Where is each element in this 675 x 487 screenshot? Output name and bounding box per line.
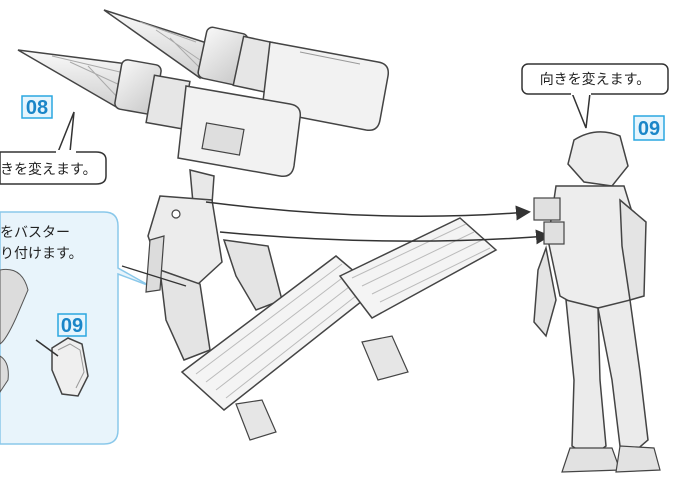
leader-line-inset-to-frame <box>121 265 187 287</box>
step-badge-09-right: 09 <box>633 115 665 141</box>
part-fragment-2 <box>0 355 9 393</box>
arrow-upper <box>205 201 531 221</box>
callout-right: 向きを変えます。 <box>521 63 669 129</box>
leader-line-inset <box>35 339 59 357</box>
part-fragment <box>0 268 29 345</box>
arrow-lower <box>219 229 551 245</box>
step-number-09-inset: 09 <box>61 315 83 337</box>
tread-right <box>338 217 498 381</box>
callout-right-text: 向きを変えます。 <box>540 71 651 88</box>
standing-robot <box>533 131 661 473</box>
drill-lower <box>17 49 302 178</box>
inset-text-line2: り付けます。 <box>0 246 83 262</box>
step-badge-08: 08 <box>21 95 53 119</box>
robot-frame <box>145 169 283 361</box>
step-number-08: 08 <box>26 97 48 119</box>
step-badge-09-inset <box>57 313 87 337</box>
callout-left-text: きを変えます。 <box>0 161 97 178</box>
callout-left: きを変えます。 <box>0 111 107 185</box>
inset-text-line1: をバスター <box>0 225 70 241</box>
inset-panel: をバスター り付けます。 09 <box>0 211 151 445</box>
step-number-09-right: 09 <box>638 118 660 140</box>
